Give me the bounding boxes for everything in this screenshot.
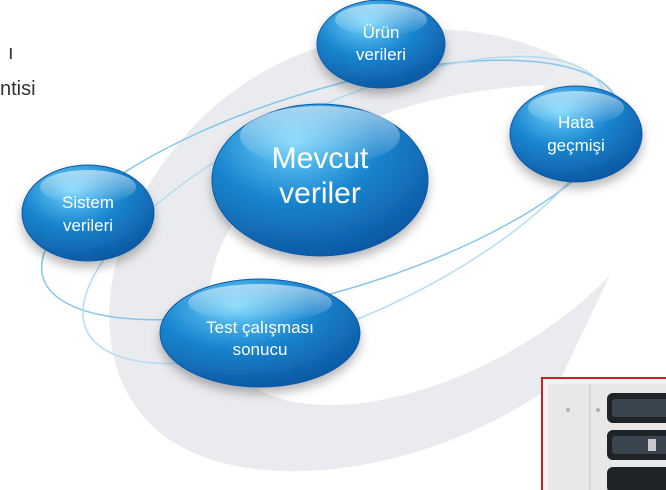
device-photo <box>541 377 666 490</box>
node-sistem-verileri: Sistem verileri <box>21 164 155 262</box>
node-test-label-2: sonucu <box>233 340 288 359</box>
node-sistem-label-2: verileri <box>63 216 113 235</box>
node-hata-label-2: geçmişi <box>547 136 605 155</box>
clipped-text-line-1: ı <box>8 42 14 64</box>
center-node-label-1: Mevcut <box>272 142 369 175</box>
node-test-label-1: Test çalışması <box>206 318 314 337</box>
center-node: Mevcut veriler <box>211 103 429 257</box>
node-test-calismasi-sonucu: Test çalışması sonucu <box>159 278 361 388</box>
center-node-label-2: veriler <box>279 177 361 210</box>
node-urun-verileri: Ürün verileri <box>316 0 446 89</box>
node-sistem-label-1: Sistem <box>62 193 114 212</box>
node-urun-label-1: Ürün <box>363 23 400 42</box>
node-urun-label-2: verileri <box>356 45 406 64</box>
node-hata-gecmisi: Hata geçmişi <box>509 85 643 183</box>
clipped-text-line-2: ntisi <box>0 78 36 100</box>
node-hata-label-1: Hata <box>558 113 594 132</box>
